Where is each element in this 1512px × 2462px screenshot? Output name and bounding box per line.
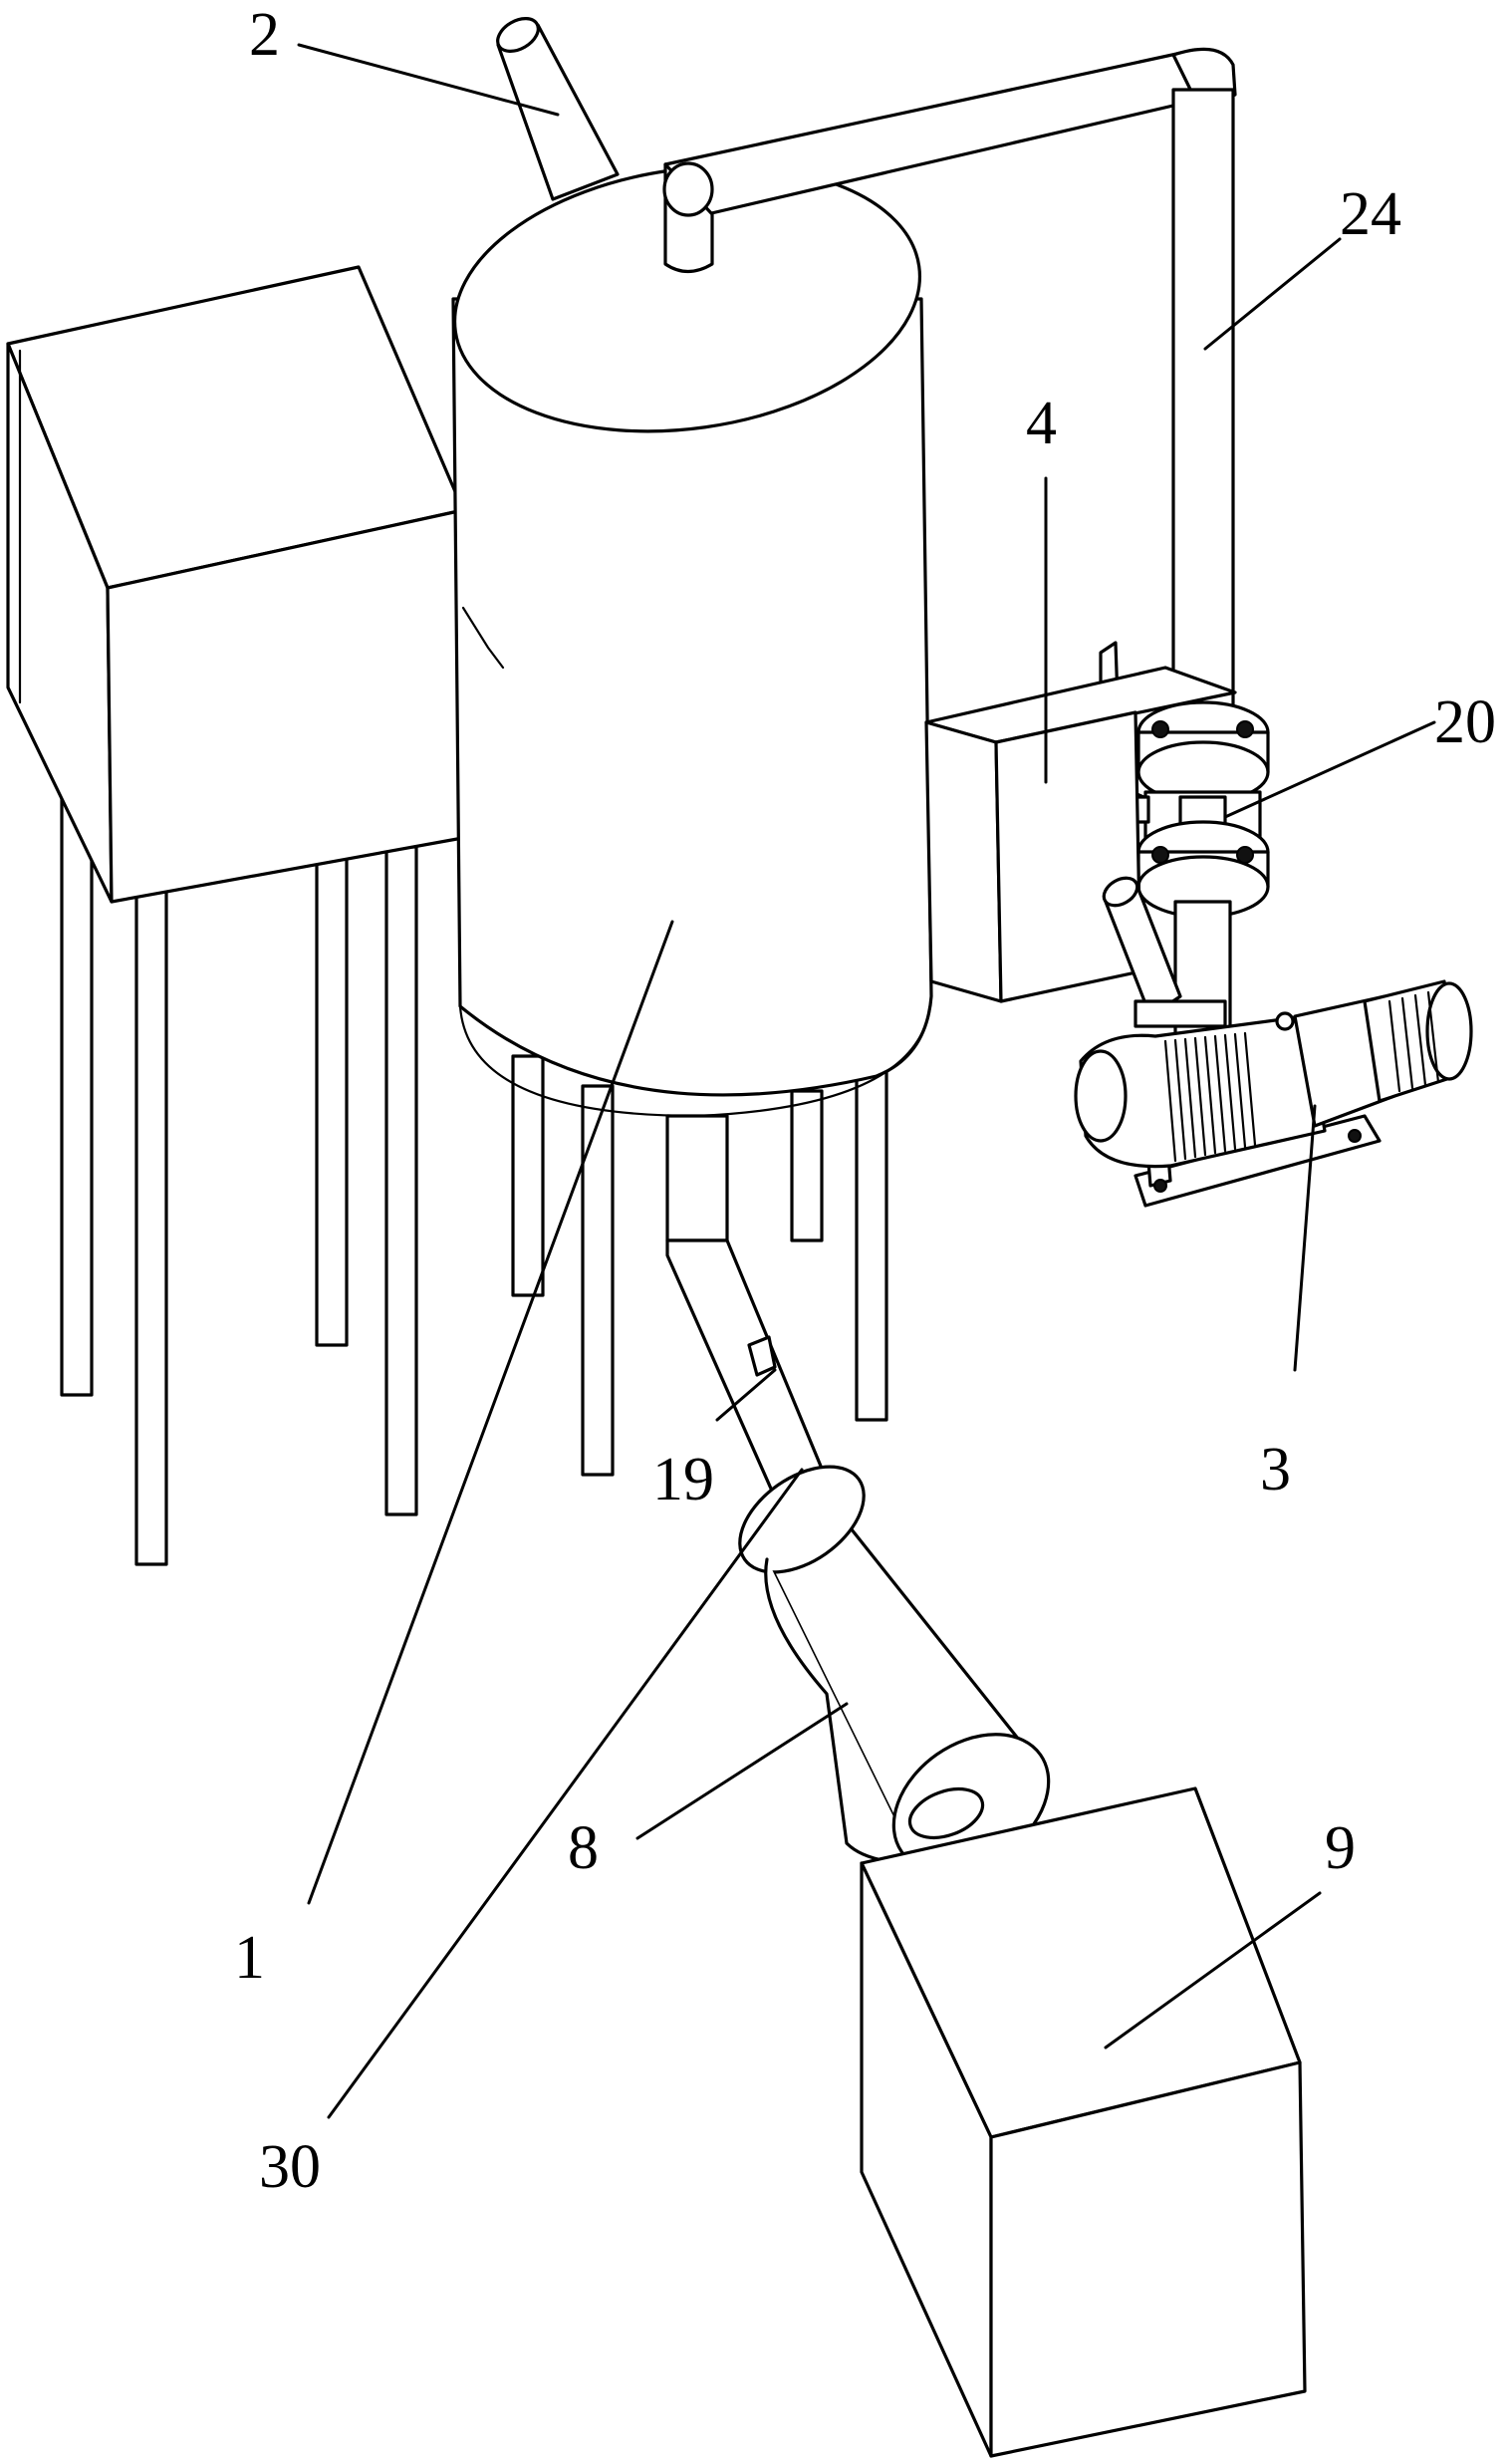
left-box	[6, 265, 470, 1566]
leader-8	[635, 1702, 849, 1840]
label-20: 20	[1434, 688, 1496, 756]
label-19: 19	[652, 1446, 714, 1513]
label-30: 30	[259, 2133, 321, 2201]
leader-20	[1223, 720, 1436, 819]
vapor-pipe	[662, 47, 1237, 729]
small-pipe	[1102, 876, 1182, 1018]
leader-1	[307, 920, 674, 1905]
rotary-cylinder	[738, 1465, 1051, 1874]
label-2: 2	[249, 1, 280, 69]
fitting-19	[747, 1335, 777, 1377]
tank-leg	[855, 1054, 888, 1422]
label-4: 4	[1026, 390, 1057, 457]
vacuum-pump	[1074, 979, 1473, 1208]
left-box-leg	[60, 765, 94, 1397]
box-4	[924, 666, 1237, 1003]
reference-labels: 2 24 4 20 3 19 8 9 1 30	[234, 1, 1496, 2201]
leader-19	[715, 1368, 777, 1422]
tank-leg	[581, 1084, 615, 1477]
left-box-leg	[134, 865, 168, 1566]
leader-24	[1203, 237, 1342, 351]
leader-2	[297, 43, 560, 117]
label-1: 1	[234, 1924, 265, 1992]
leader-9	[1104, 1891, 1322, 2050]
leader-lines	[297, 43, 1436, 2119]
leader-3	[1293, 1104, 1317, 1372]
label-8: 8	[568, 1814, 599, 1882]
tank-leg	[790, 1089, 824, 1242]
box-9	[860, 1786, 1307, 2458]
label-24: 24	[1340, 180, 1401, 248]
main-tank	[451, 164, 933, 1118]
inlet-pipe	[496, 17, 620, 201]
left-box-leg	[384, 845, 418, 1516]
leader-30	[327, 1468, 804, 2119]
label-9: 9	[1325, 1814, 1356, 1882]
left-box-leg	[315, 855, 349, 1347]
tank-leg	[511, 1054, 545, 1297]
label-3: 3	[1260, 1436, 1291, 1504]
